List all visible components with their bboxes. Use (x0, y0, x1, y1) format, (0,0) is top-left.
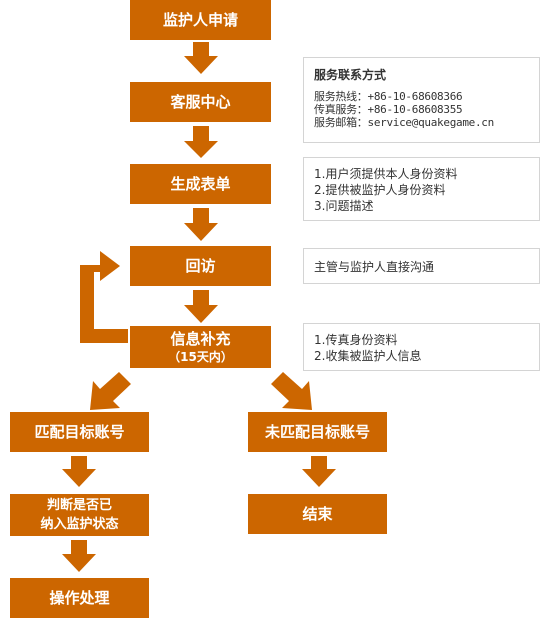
arrow-nomatch-to-end (302, 456, 336, 487)
loop-back-arrow (80, 251, 128, 343)
node-info-supplement: 信息补充 （15天内） (130, 326, 271, 368)
node-label: 客服中心 (170, 93, 231, 111)
node-match-account: 匹配目标账号 (10, 412, 149, 452)
node-sublabel: （15天内） (168, 349, 233, 364)
arrow-service-to-form (184, 126, 218, 158)
arrow-to-nomatch (271, 372, 312, 410)
note-line: 1.传真身份资料 (314, 333, 398, 347)
note-line-email: 服务邮箱：service@quakegame.cn (314, 116, 494, 129)
node-generate-form: 生成表单 (130, 164, 271, 204)
note-line: 主管与监护人直接沟通 (314, 260, 435, 274)
node-label: 结束 (302, 505, 333, 523)
node-nomatch-account: 未匹配目标账号 (248, 412, 387, 452)
note-line: 1.用户须提供本人身份资料 (314, 167, 458, 181)
node-label: 回访 (185, 257, 216, 275)
arrow-form-to-revisit (184, 208, 218, 241)
note-form-requirements: 1.用户须提供本人身份资料 2.提供被监护人身份资料 3.问题描述 (303, 157, 540, 221)
note-line-fax: 传真服务：+86-10-68608355 (314, 103, 463, 116)
note-line-hotline: 服务热线：+86-10-68608366 (314, 90, 463, 103)
node-label: 信息补充 (170, 329, 231, 348)
arrow-judge-to-operate (62, 540, 96, 572)
node-label: 操作处理 (49, 589, 110, 607)
node-service-center: 客服中心 (130, 82, 271, 122)
note-revisit: 主管与监护人直接沟通 (303, 248, 540, 284)
node-guardian-apply: 监护人申请 (130, 0, 271, 40)
node-label-line1: 判断是否已 (46, 497, 112, 513)
note-line: 2.提供被监护人身份资料 (314, 183, 446, 197)
arrow-apply-to-service (184, 42, 218, 74)
arrow-revisit-to-supplement (184, 290, 218, 323)
note-contact-info: 服务联系方式 服务热线：+86-10-68608366 传真服务：+86-10-… (303, 57, 540, 143)
node-label: 生成表单 (170, 175, 231, 193)
node-label-line2: 纳入监护状态 (40, 517, 119, 532)
note-line: 3.问题描述 (314, 199, 374, 213)
arrow-to-match (90, 372, 131, 410)
note-title: 服务联系方式 (314, 68, 387, 82)
node-operate: 操作处理 (10, 578, 149, 618)
node-end: 结束 (248, 494, 387, 534)
note-line: 2.收集被监护人信息 (314, 349, 422, 363)
node-judge-status: 判断是否已 纳入监护状态 (10, 494, 149, 536)
note-supplement: 1.传真身份资料 2.收集被监护人信息 (303, 323, 540, 371)
node-label: 匹配目标账号 (34, 423, 125, 441)
node-label: 监护人申请 (162, 11, 238, 29)
node-revisit: 回访 (130, 246, 271, 286)
node-label: 未匹配目标账号 (264, 423, 370, 441)
arrow-match-to-judge (62, 456, 96, 487)
